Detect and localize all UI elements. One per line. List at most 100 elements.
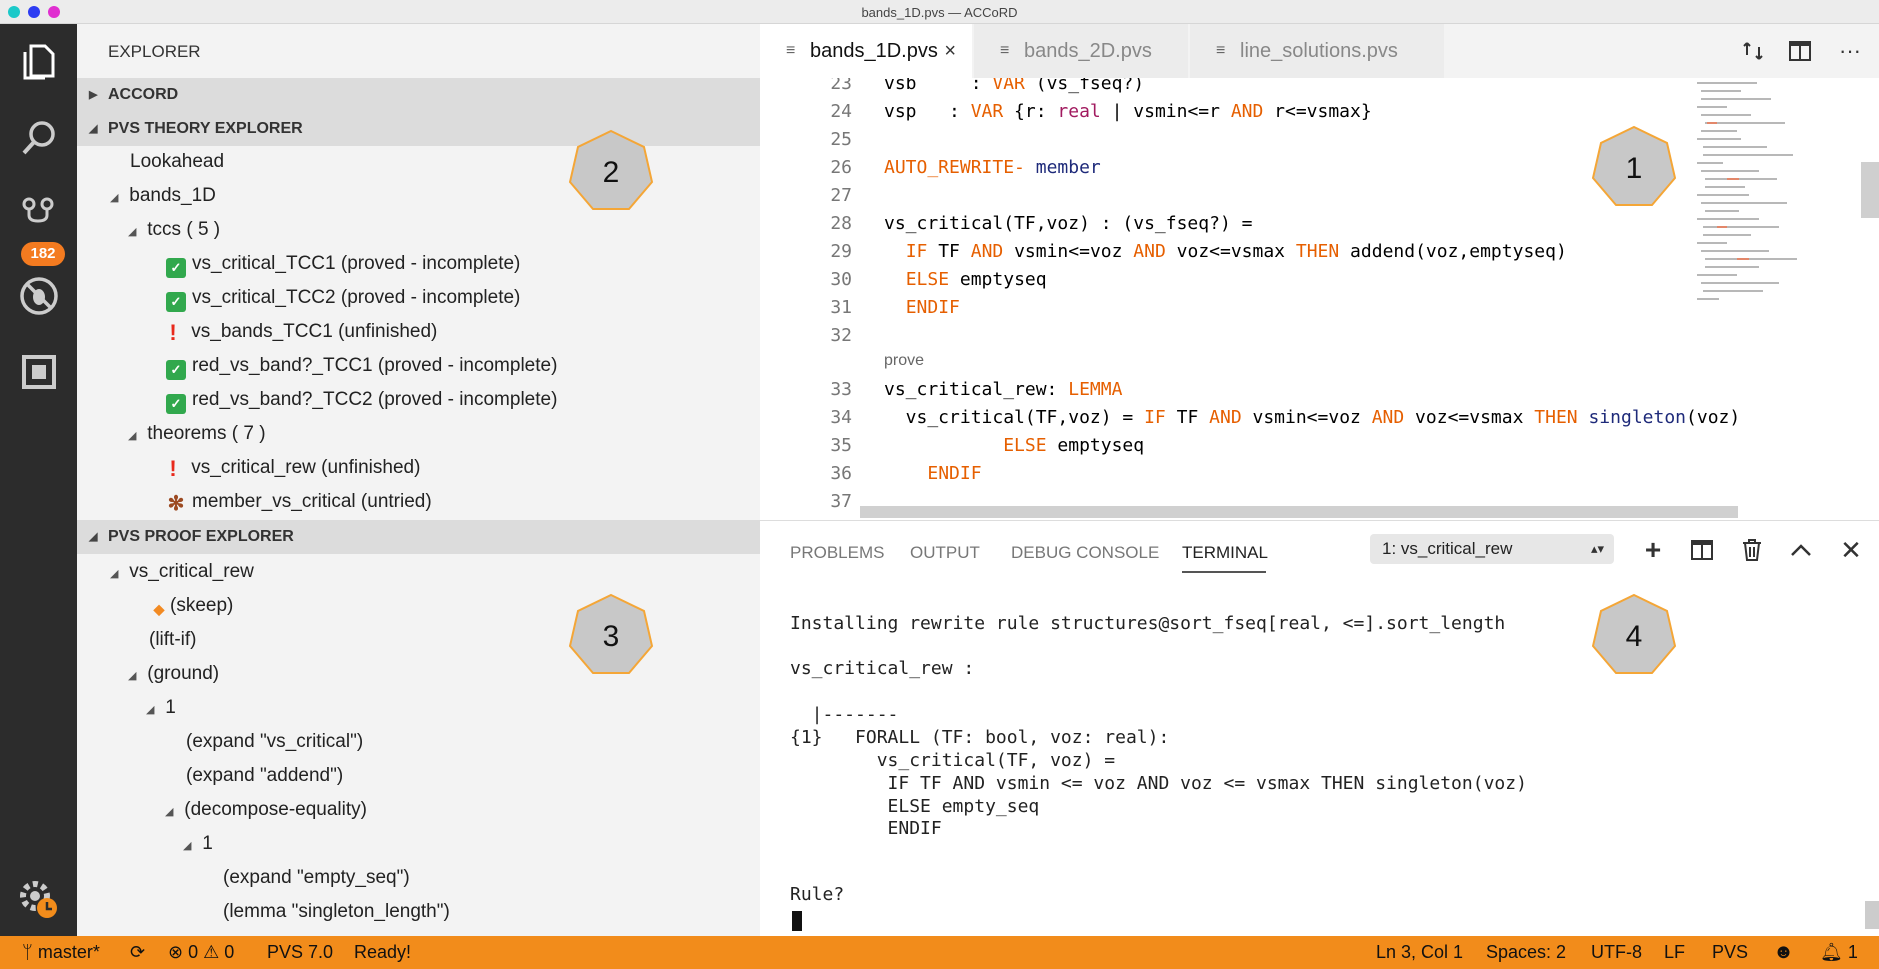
chevron-down-icon: ◢ [110, 192, 119, 204]
tab-terminal[interactable]: TERMINAL [1182, 543, 1268, 562]
minimap[interactable] [1697, 78, 1807, 318]
activity-bar: 182 [0, 24, 77, 936]
proof-item-branch-1b[interactable]: ◢ 1 [183, 828, 213, 860]
encoding[interactable]: UTF-8 [1591, 942, 1642, 962]
trash-icon[interactable] [1737, 535, 1767, 565]
tree-item-label: vs_critical_TCC2 (proved - incomplete) [192, 287, 521, 308]
tab-problems[interactable]: PROBLEMS [790, 543, 885, 562]
tab-output[interactable]: OUTPUT [910, 543, 980, 562]
minimize-window-button[interactable] [28, 6, 40, 18]
line-number: 27 [830, 185, 852, 206]
cursor-position[interactable]: Ln 3, Col 1 [1376, 942, 1464, 962]
status-bar: ᛘ master* ⟳ ⊗ 0 ⚠ 0 PVS 7.0 Ready! Ln 3,… [0, 936, 1879, 969]
settings-icon[interactable] [17, 876, 61, 920]
new-terminal-icon[interactable]: + [1644, 534, 1662, 565]
explorer-header: EXPLORER [108, 42, 201, 61]
code-text: ELSE emptyseq [1003, 435, 1145, 456]
extensions-icon[interactable] [17, 350, 61, 394]
proof-item-branch-1[interactable]: ◢ 1 [146, 692, 176, 724]
terminal-cursor[interactable] [792, 911, 802, 931]
tree-item-label: vs_critical_rew (unfinished) [191, 457, 421, 478]
tree-item-tcc2[interactable]: ✓ vs_critical_TCC2 (proved - incomplete) [166, 282, 520, 314]
checkmark-icon: ✓ [166, 394, 186, 414]
tree-item-thm1[interactable]: ! vs_critical_rew (unfinished) [166, 452, 420, 484]
close-tab-icon[interactable]: × [944, 40, 956, 62]
tree-item-tcc1[interactable]: ✓vs_critical_TCC1 (proved - incomplete) [166, 248, 520, 280]
section-theory-explorer[interactable]: ◢ PVS THEORY EXPLORER [77, 112, 760, 146]
code-text: AUTO_REWRITE- member [884, 157, 1101, 178]
line-number: 23 [830, 78, 852, 94]
proof-item-ground[interactable]: ◢ (ground) [128, 658, 219, 690]
tree-item-tcc5[interactable]: ✓red_vs_band?_TCC2 (proved - incomplete) [166, 384, 557, 416]
proof-item-label: (decompose-equality) [184, 799, 367, 820]
files-icon[interactable] [17, 40, 61, 84]
marker-number: 4 [1626, 620, 1643, 653]
terminal-line: |------- [790, 704, 899, 725]
section-proof-explorer[interactable]: ◢ PVS PROOF EXPLORER [77, 520, 760, 554]
marker-number: 3 [603, 620, 620, 653]
terminal-line: vs_critical(TF, voz) = [790, 750, 1116, 771]
tree-item-thm2[interactable]: ✻member_vs_critical (untried) [166, 486, 432, 518]
tree-item-label: member_vs_critical (untried) [192, 491, 432, 512]
checkmark-icon: ✓ [166, 292, 186, 312]
maximize-window-button[interactable] [48, 6, 60, 18]
proof-item-expand-vs-critical[interactable]: (expand "vs_critical") [186, 726, 363, 758]
split-editor-icon[interactable] [1785, 36, 1815, 66]
terminal-line: vs_critical_rew : [790, 658, 975, 679]
marker-number: 1 [1626, 152, 1643, 185]
warning-icon: ⚠ [203, 942, 220, 962]
open-changes-icon[interactable] [1738, 36, 1768, 66]
problems-indicator[interactable]: ⊗ 0 ⚠ 0 [168, 936, 234, 969]
tree-item-tccs[interactable]: ◢ tccs ( 5 ) [128, 214, 220, 246]
line-number: 24 [830, 101, 852, 122]
close-window-button[interactable] [8, 6, 20, 18]
language-mode[interactable]: PVS [1712, 942, 1749, 962]
tree-item-bands[interactable]: ◢ bands_1D [110, 180, 216, 212]
proof-item-label: (lift-if) [149, 629, 197, 650]
tree-item-lookahead[interactable]: Lookahead [130, 146, 224, 178]
more-actions-icon[interactable]: ··· [1839, 38, 1861, 63]
tab-bands-1d[interactable]: ≡ bands_1D.pvs × [760, 24, 972, 78]
terminal-scrollbar[interactable] [1865, 901, 1879, 929]
debug-icon[interactable] [17, 274, 61, 318]
close-panel-icon[interactable]: ✕ [1840, 534, 1862, 565]
prove-codelens[interactable]: prove [884, 352, 925, 369]
proof-item-expand-addend[interactable]: (expand "addend") [186, 760, 343, 792]
callout-marker-4: 4 [1590, 592, 1678, 676]
tree-item-tcc4[interactable]: ✓red_vs_band?_TCC1 (proved - incomplete) [166, 350, 557, 382]
proof-item-label: (expand "vs_critical") [186, 731, 364, 752]
notifications[interactable]: 🔔︎ 1 [1820, 936, 1858, 969]
file-icon: ≡ [1000, 42, 1010, 59]
proof-item-root[interactable]: ◢ vs_critical_rew [110, 556, 254, 588]
editor-horizontal-scrollbar[interactable] [860, 506, 1738, 518]
proof-item-skeep[interactable]: ◆(skeep) [152, 590, 234, 622]
search-icon[interactable] [17, 116, 61, 160]
proof-item-lift-if[interactable]: (lift-if) [149, 624, 196, 656]
tab-line-solutions[interactable]: ≡ line_solutions.pvs [1190, 24, 1444, 78]
source-control-icon[interactable] [17, 192, 61, 236]
line-number: 34 [830, 407, 852, 428]
proof-item-decompose-equality[interactable]: ◢ (decompose-equality) [165, 794, 367, 826]
tree-item-label: Lookahead [130, 151, 225, 172]
code-text: ENDIF [927, 463, 982, 484]
tree-item-tcc3[interactable]: ! vs_bands_TCC1 (unfinished) [166, 316, 437, 348]
indentation[interactable]: Spaces: 2 [1486, 942, 1567, 962]
marker-number: 2 [603, 156, 620, 189]
sync-icon[interactable]: ⟳ [130, 942, 146, 962]
branch-indicator[interactable]: ᛘ master* [22, 936, 100, 969]
terminal-select[interactable]: 1: vs_critical_rew ▴▾ [1370, 534, 1614, 564]
tab-debug-console[interactable]: DEBUG CONSOLE [1011, 543, 1160, 562]
section-accord[interactable]: ▶ ACCORD [77, 78, 760, 112]
split-terminal-icon[interactable] [1687, 535, 1717, 565]
proof-item-lemma-singleton[interactable]: (lemma "singleton_length") [223, 896, 450, 928]
maximize-panel-icon[interactable] [1786, 535, 1816, 565]
terminal-line: {1} FORALL (TF: bool, voz: real): [790, 727, 1170, 748]
end-of-line[interactable]: LF [1664, 942, 1686, 962]
tab-bands-2d[interactable]: ≡ bands_2D.pvs [974, 24, 1188, 78]
editor-vertical-scrollbar[interactable] [1861, 162, 1879, 218]
proof-item-expand-empty-seq[interactable]: (expand "empty_seq") [223, 862, 410, 894]
feedback-smiley-icon[interactable]: ☻ [1773, 941, 1795, 963]
tree-item-theorems[interactable]: ◢ theorems ( 7 ) [128, 418, 266, 450]
